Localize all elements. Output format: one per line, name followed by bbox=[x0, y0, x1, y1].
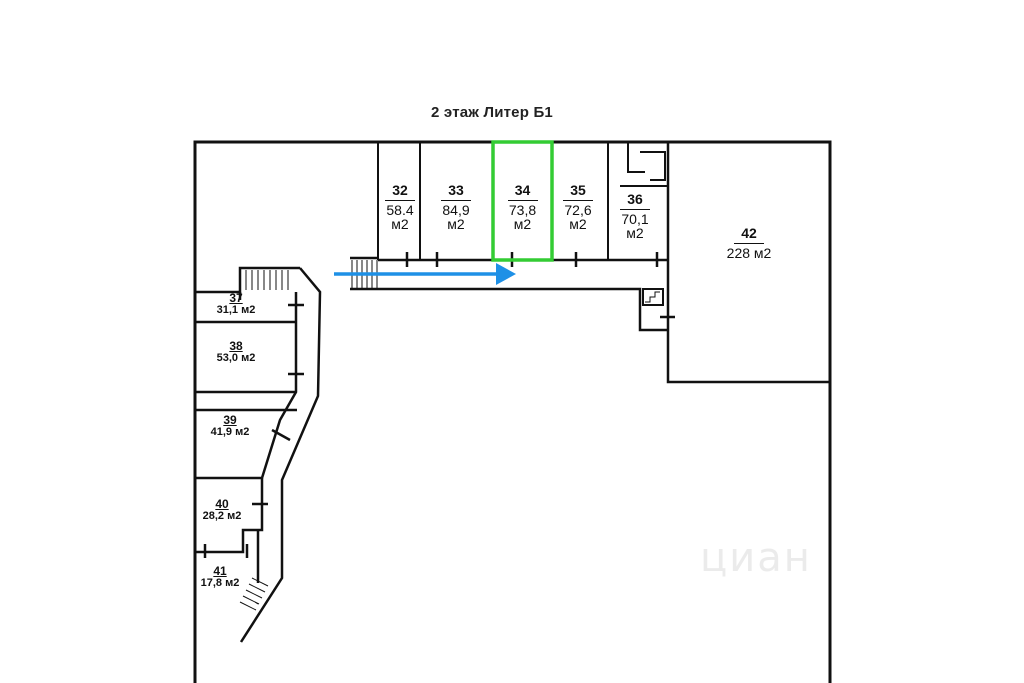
room-38-label[interactable]: 38 53,0 м2 bbox=[205, 340, 267, 364]
room-number: 40 bbox=[215, 497, 229, 511]
room-number: 32 bbox=[392, 182, 408, 198]
room-number: 41 bbox=[213, 564, 227, 578]
room-number: 35 bbox=[570, 182, 586, 198]
room-40-label[interactable]: 40 28,2 м2 bbox=[192, 498, 252, 522]
room-area: 58.4 bbox=[386, 201, 414, 218]
room-area: 31,1 м2 bbox=[216, 303, 256, 316]
room-area: 41,9 м2 bbox=[210, 425, 250, 438]
room-number: 42 bbox=[741, 225, 757, 241]
left-stairs-top bbox=[245, 270, 289, 290]
room-34-highlight bbox=[491, 140, 554, 262]
room-42-walls bbox=[666, 142, 830, 384]
watermark-logo: циан bbox=[700, 535, 812, 581]
left-door-marks bbox=[203, 303, 304, 558]
room-unit: м2 bbox=[391, 216, 409, 233]
room-unit: м2 bbox=[513, 216, 532, 233]
room-area: 73,8 bbox=[508, 201, 537, 218]
label-divider bbox=[563, 199, 593, 201]
label-divider bbox=[507, 199, 538, 201]
room-unit: м2 bbox=[569, 216, 587, 233]
room-33-label[interactable]: 33 84,9 м2 bbox=[430, 183, 482, 232]
room-area: 17,8 м2 bbox=[200, 576, 240, 589]
room-area: 228 м2 bbox=[726, 244, 772, 261]
room-number: 33 bbox=[448, 182, 464, 198]
utility-rooms bbox=[620, 142, 668, 306]
room-41-label[interactable]: 41 17,8 м2 bbox=[190, 565, 250, 589]
room-39-label[interactable]: 39 41,9 м2 bbox=[200, 414, 260, 438]
room-area: 84,9 bbox=[442, 201, 470, 218]
room-number: 36 bbox=[627, 191, 643, 207]
room-number: 38 bbox=[229, 339, 243, 353]
left-wing-walls bbox=[195, 266, 322, 643]
left-stairs-bottom bbox=[239, 577, 269, 611]
room-area: 70,1 bbox=[621, 210, 649, 227]
room-number: 37 bbox=[229, 291, 243, 305]
room-unit: м2 bbox=[447, 216, 465, 233]
label-divider bbox=[385, 199, 415, 201]
room-35-label[interactable]: 35 72,6 м2 bbox=[554, 183, 602, 232]
room-area: 53,0 м2 bbox=[216, 351, 256, 364]
room-37-label[interactable]: 37 31,1 м2 bbox=[205, 292, 267, 316]
floor-title: 2 этаж Литер Б1 bbox=[431, 104, 553, 121]
corridor-walls bbox=[350, 256, 668, 332]
room-42-label[interactable]: 42 228 м2 bbox=[710, 226, 788, 260]
label-divider bbox=[441, 199, 471, 201]
room-area: 72,6 bbox=[564, 201, 592, 218]
label-divider bbox=[620, 208, 650, 210]
room-number: 39 bbox=[223, 413, 237, 427]
direction-arrow bbox=[334, 263, 516, 285]
room-area: 28,2 м2 bbox=[202, 509, 242, 522]
room-34-label[interactable]: 34 73,8 м2 bbox=[496, 183, 549, 232]
room-unit: м2 bbox=[626, 225, 644, 242]
room-36-label[interactable]: 36 70,1 м2 bbox=[612, 192, 658, 241]
room-number: 34 bbox=[514, 182, 531, 198]
label-divider bbox=[734, 242, 764, 244]
room-32-label[interactable]: 32 58.4 м2 bbox=[381, 183, 419, 232]
